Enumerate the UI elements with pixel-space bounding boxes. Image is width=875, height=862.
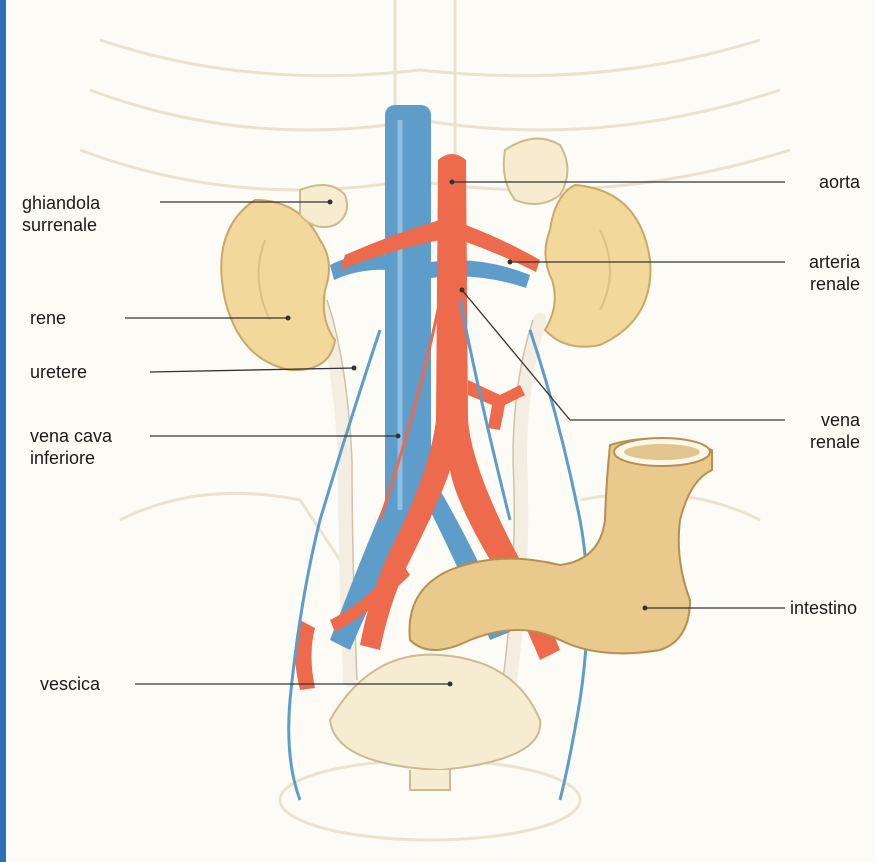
label-intestino: intestino bbox=[790, 597, 857, 619]
right-adrenal bbox=[504, 139, 568, 204]
label-rene: rene bbox=[30, 307, 66, 329]
label-aorta: aorta bbox=[790, 171, 860, 193]
left-adrenal bbox=[300, 185, 347, 227]
label-vescica: vescica bbox=[40, 673, 100, 695]
label-ghiandola-surrenale: ghiandola surrenale bbox=[22, 192, 100, 236]
label-vena-cava-inferiore: vena cava inferiore bbox=[30, 425, 112, 469]
right-kidney bbox=[545, 185, 650, 347]
label-arteria-renale: arteria renale bbox=[790, 251, 860, 295]
page-edge-strip bbox=[0, 0, 6, 862]
label-vena-renale: vena renale bbox=[790, 409, 860, 453]
label-uretere: uretere bbox=[30, 361, 87, 383]
